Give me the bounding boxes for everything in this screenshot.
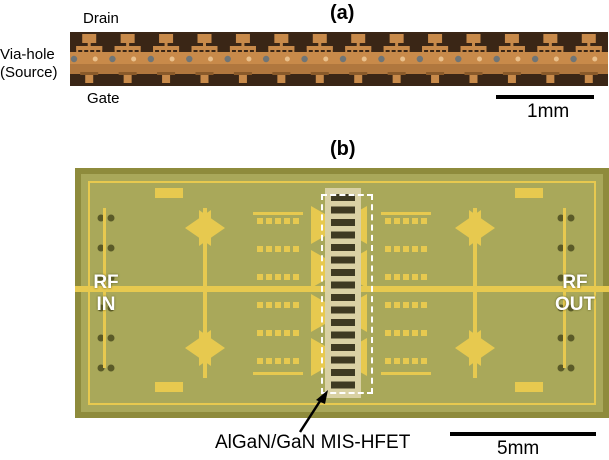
via-hole-label: Via-hole xyxy=(0,46,55,63)
gate-label: Gate xyxy=(87,90,120,107)
device-label: AlGaN/GaN MIS-HFET xyxy=(215,432,411,453)
source-label: (Source) xyxy=(0,64,58,81)
transistor-cell xyxy=(186,34,218,83)
scale-label-1mm: 1mm xyxy=(527,101,570,122)
transistor-cell xyxy=(493,34,525,83)
hfet-highlight-box xyxy=(321,194,373,394)
transistor-cell xyxy=(70,34,103,83)
transistor-cell xyxy=(570,34,602,83)
scale-bar-1mm xyxy=(496,95,594,99)
scale-bar-5mm xyxy=(450,432,596,436)
panel-b-label: (b) xyxy=(330,138,356,160)
transistor-cell xyxy=(416,34,449,83)
panel-a-label: (a) xyxy=(330,2,355,24)
transistor-cell xyxy=(262,34,295,83)
pointer-arrow xyxy=(298,390,328,433)
transistor-cell xyxy=(301,34,333,83)
transistor-cell xyxy=(378,34,410,83)
transistor-cell xyxy=(455,34,487,83)
scale-label-5mm: 5mm xyxy=(497,438,540,459)
rf-in-label: RF IN xyxy=(93,272,119,315)
transistor-cell xyxy=(339,34,372,83)
transistor-cell xyxy=(147,34,180,83)
transistor-cell xyxy=(531,34,564,83)
transistor-cell xyxy=(224,34,256,83)
rf-out-label: RF OUT xyxy=(554,272,596,315)
drain-label: Drain xyxy=(83,10,119,27)
transistor-strip-photo xyxy=(70,32,608,86)
transistor-cell xyxy=(109,34,141,83)
